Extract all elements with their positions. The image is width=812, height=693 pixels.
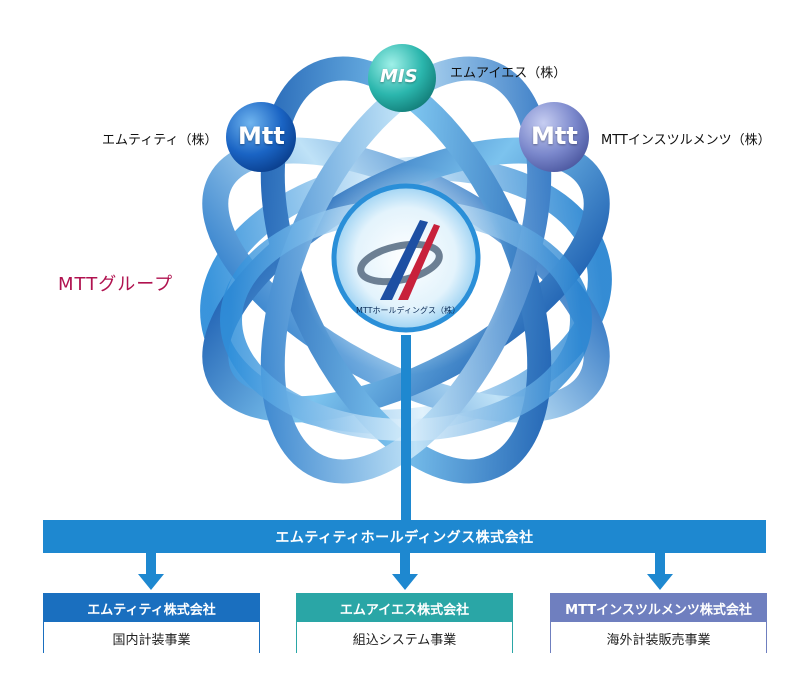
mis-node-ball	[368, 44, 436, 112]
down-arrows	[138, 553, 673, 590]
subsidiary-business: 組込システム事業	[297, 622, 512, 654]
holding-company-name: エムティティホールディングス株式会社	[275, 529, 534, 546]
subsidiary-business: 国内計装事業	[44, 622, 259, 654]
subsidiary-box-mtt-instruments: MTTインスツルメンツ株式会社 海外計装販売事業	[550, 593, 767, 654]
subsidiary-box-mtt: エムティティ株式会社 国内計装事業	[43, 593, 260, 654]
holdings-logo-icon	[357, 220, 443, 300]
mtt-left-node-ball	[226, 102, 296, 172]
subsidiary-business: 海外計装販売事業	[551, 622, 766, 654]
mtt-right-logo-icon: Mtt	[531, 122, 578, 150]
mtt-right-node-label: MTTインスツルメンツ（株）	[601, 133, 771, 148]
mis-node-label: エムアイエス（株）	[450, 66, 567, 81]
mtt-left-logo-icon: Mtt	[238, 122, 285, 150]
core-node-label: MTTホールディングス（株）	[356, 306, 460, 315]
mtt-right-node-ball	[519, 102, 589, 172]
subsidiary-name: MTTインスツルメンツ株式会社	[551, 594, 766, 622]
mis-logo-icon: MIS	[380, 66, 418, 87]
subsidiary-box-mis: エムアイエス株式会社 組込システム事業	[296, 593, 513, 654]
core-connector-line	[401, 335, 411, 521]
group-label: MTTグループ	[58, 274, 174, 295]
mtt-left-node-label: エムティティ（株）	[102, 133, 218, 148]
subsidiary-name: エムティティ株式会社	[44, 594, 259, 622]
subsidiary-name: エムアイエス株式会社	[297, 594, 512, 622]
holding-company-bar: エムティティホールディングス株式会社	[43, 520, 766, 553]
